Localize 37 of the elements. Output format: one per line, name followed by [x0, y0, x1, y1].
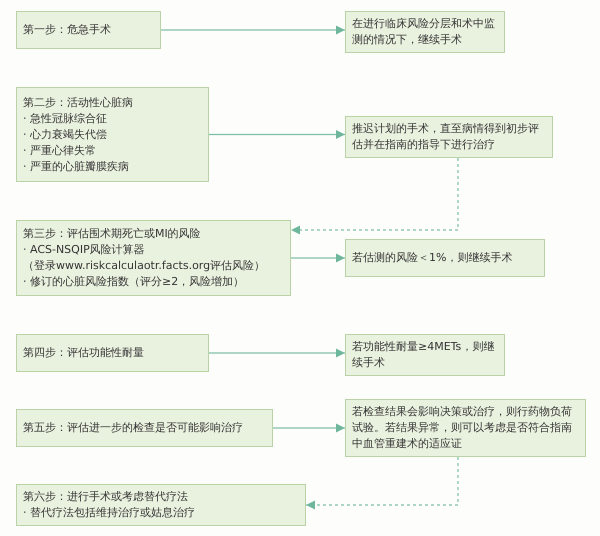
step-text: 在进行临床风险分层和术中监测的情况下，继续手术 [352, 16, 496, 48]
step-box [16, 220, 291, 296]
step-text: 若检查结果会影响决策或治疗，则行药物负荷试验。若结果异常，则可以考虑是否符合指南中血管重建术的适应证 [352, 404, 573, 452]
step-box [16, 334, 209, 372]
bullet-text: · 急性冠脉综合征 [23, 110, 108, 126]
step-box [345, 399, 586, 457]
dashed-arrow [306, 457, 459, 510]
arrow [161, 26, 345, 34]
step-text: 推迟计划的手术，直至病情得到初步评估并在指南的指导下进行治疗 [352, 121, 540, 153]
step-box [345, 334, 505, 376]
arrow [209, 130, 345, 139]
step-box [345, 239, 545, 277]
arrow [273, 424, 345, 432]
step-text: 第一步：危急手术 [23, 22, 112, 38]
step-box [345, 116, 553, 158]
step-text: 第四步：评估功能性耐量 [23, 345, 145, 361]
step-text: 第二步：活动性心脏病 [23, 94, 134, 110]
dashed-arrow [291, 158, 459, 234]
step-box [16, 484, 306, 526]
step-box [16, 409, 273, 447]
bullet-text: · 修订的心脏风险指数（评分≥2，风险增加） [23, 274, 246, 290]
bullet-text: · 严重的心脏瓣膜疾病 [23, 158, 130, 174]
step-text: 第三步：评估围术期死亡或MI的风险 [23, 226, 202, 242]
bullet-text: · 心力衰竭失代偿 [23, 126, 108, 142]
step-text: 第六步：进行手术或考虑替代疗法 [23, 489, 189, 505]
step-box [16, 87, 209, 182]
step-text: 若估测的风险＜1%，则继续手术 [352, 250, 514, 266]
step-box [16, 11, 161, 49]
arrow [209, 348, 345, 358]
bullet-text: （登录www.riskcalculaotr.facts.org评估风险） [23, 258, 266, 274]
step-text: 第五步：评估进一步的检查是否可能影响治疗 [23, 420, 244, 436]
arrow [291, 254, 345, 262]
bullet-text: · 替代疗法包括维持治疗或姑息治疗 [23, 505, 196, 521]
bullet-text: · ACS-NSQIP风险计算器 [23, 242, 146, 258]
step-box [345, 11, 505, 53]
bullet-text: · 严重心律失常 [23, 142, 97, 158]
step-text: 若功能性耐量≥4METs，则继续手术 [352, 339, 496, 371]
